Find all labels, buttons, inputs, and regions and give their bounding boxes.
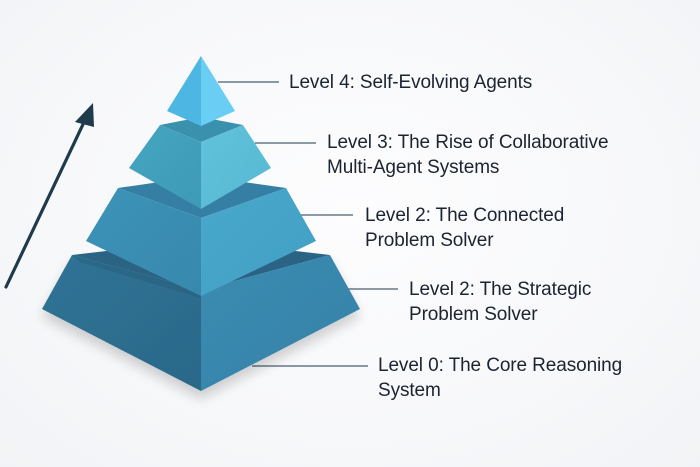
- pyramid-tier-level-4: [167, 56, 235, 126]
- label-level-0-line-2: System: [378, 380, 441, 401]
- label-level-2-connected: Level 2: The Connected Problem Solver: [365, 203, 564, 253]
- label-level-4-line-1: Level 4: Self-Evolving Agents: [289, 72, 533, 93]
- label-level-2-connected-line-2: Problem Solver: [365, 230, 494, 251]
- connector-lines: [218, 81, 398, 367]
- label-level-2-strategic: Level 2: The Strategic Problem Solver: [409, 277, 591, 327]
- label-level-3-line-1: Level 3: The Rise of Collaborative: [327, 132, 609, 153]
- pyramid-tier-level-3: [129, 117, 271, 209]
- up-arrow-icon: [4, 103, 94, 289]
- label-level-0-line-1: Level 0: The Core Reasoning: [378, 355, 623, 376]
- label-level-2-strategic-line-1: Level 2: The Strategic: [409, 279, 592, 300]
- label-level-3: Level 3: The Rise of Collaborative Multi…: [327, 130, 609, 180]
- label-level-2-strategic-line-2: Problem Solver: [409, 304, 538, 325]
- label-level-4: Level 4: Self-Evolving Agents: [289, 70, 532, 95]
- label-level-3-line-2: Multi-Agent Systems: [327, 157, 500, 178]
- pyramid-tier-level-0: [42, 240, 360, 391]
- label-level-0: Level 0: The Core Reasoning System: [378, 353, 622, 403]
- label-level-2-connected-line-1: Level 2: The Connected: [365, 205, 565, 226]
